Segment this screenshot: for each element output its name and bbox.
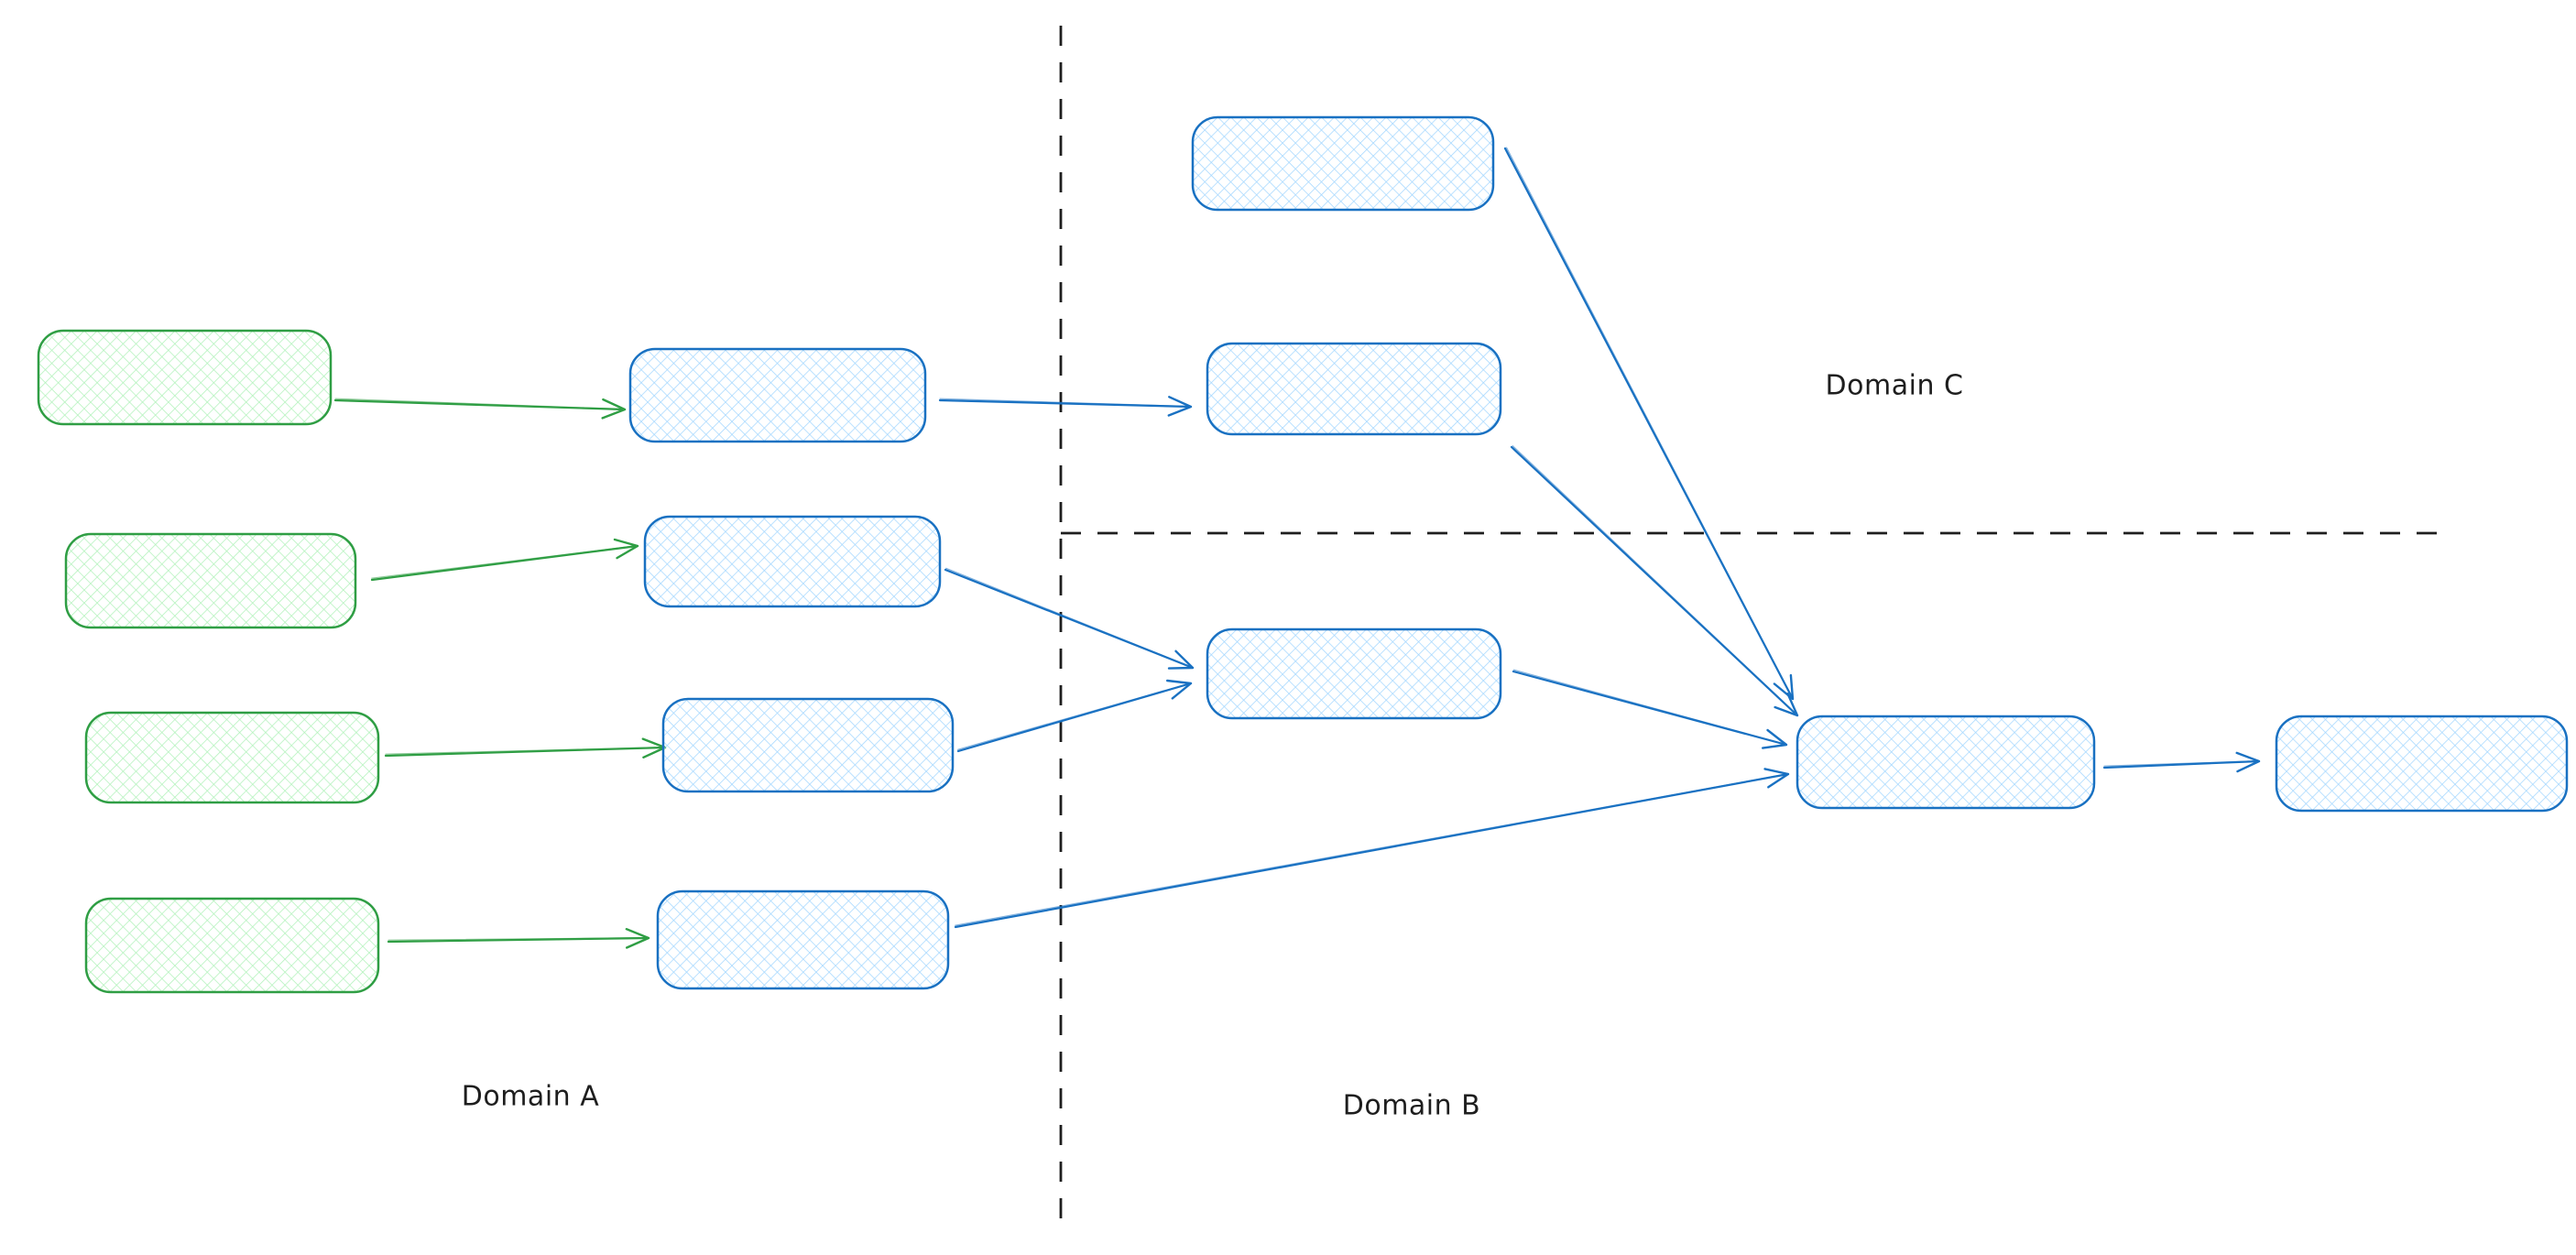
edge-green-4-arrowhead-icon [625,928,650,949]
edge-blue-6-arrowhead-icon [1774,693,1799,717]
domain-c-label: Domain C [1825,369,1964,402]
edge-green-1-line [333,398,627,411]
edge-blue-1-arrowhead-icon [1167,396,1193,417]
edge-blue-7-arrowhead-icon [1762,728,1788,749]
edge-blue-8 [2102,751,2261,773]
domain-a-blue-box-4 [656,889,950,990]
edge-green-3 [384,737,667,758]
edge-blue-6 [1510,445,1799,717]
edge-green-4 [387,928,650,949]
edge-blue-3 [956,679,1193,753]
domain-a-green-box-1 [37,329,333,426]
domain-c-blue-box-2 [1206,342,1502,436]
edge-green-2-arrowhead-icon [613,538,639,560]
domain-a-blue-box-2 [643,515,942,608]
edge-blue-7 [1512,669,1788,749]
edge-layer [333,147,2261,949]
node-layer [37,115,2569,994]
domain-b-blue-box-3 [2275,715,2569,813]
edge-blue-6-line [1510,445,1799,717]
edge-blue-3-line [956,682,1193,753]
edge-green-1 [333,398,627,420]
edge-blue-7-line [1512,670,1788,747]
edge-blue-1-line [938,398,1193,409]
edge-green-4-line [387,936,650,944]
divider-layer [1059,26,2446,1233]
edge-blue-3-arrowhead-icon [1166,679,1193,700]
domain-b-blue-box-1 [1206,628,1502,720]
domain-c-blue-box-1 [1191,115,1495,212]
domain-a-green-box-4 [84,897,380,994]
edge-green-2-line [370,544,639,582]
domain-a-blue-box-3 [661,697,955,793]
edge-green-3-line [384,746,667,758]
edge-blue-2-arrowhead-icon [1167,649,1195,670]
edge-blue-5-line [1503,147,1795,701]
edge-blue-4-arrowhead-icon [1763,768,1790,789]
edge-blue-1 [938,396,1193,417]
domain-b-blue-box-2 [1796,715,2096,810]
domain-a-green-box-3 [84,711,380,804]
domain-b-label: Domain B [1342,1089,1481,1122]
edge-green-2 [370,538,639,582]
domain-a-green-box-2 [64,532,357,629]
edge-blue-2-line [944,568,1195,670]
edge-blue-5 [1503,147,1795,701]
edge-blue-4 [954,768,1790,929]
edge-blue-2 [944,567,1195,670]
edge-blue-8-arrowhead-icon [2235,751,2261,773]
edge-blue-4-line [954,772,1790,929]
domain-a-label: Domain A [461,1080,600,1113]
edge-green-1-arrowhead-icon [601,398,627,420]
domain-a-blue-box-1 [628,347,927,443]
edge-blue-8-line [2102,759,2261,769]
edge-blue-5-arrowhead-icon [1773,673,1795,701]
